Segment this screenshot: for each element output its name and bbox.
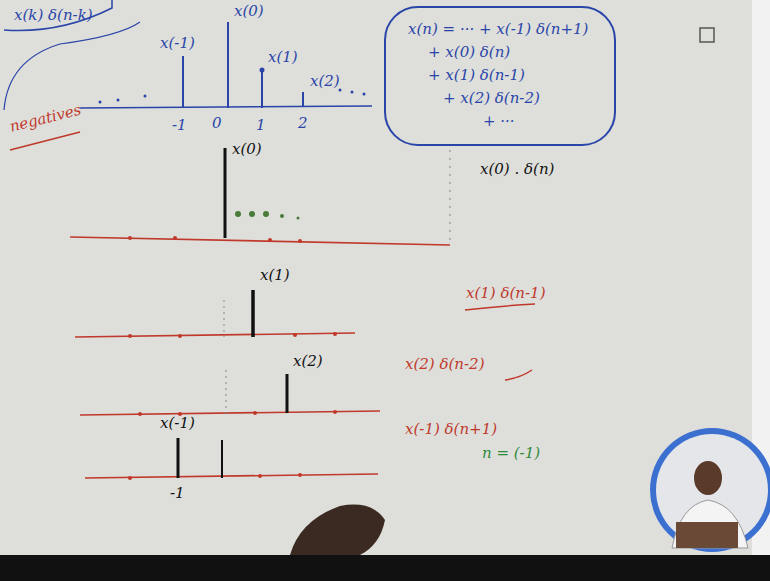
equation-line: + x(1) δ(n-1) [428,66,525,84]
stem-value: x(1) [268,48,298,66]
index-note: n = (-1) [482,444,540,462]
axis-tick: 1 [256,116,266,134]
equation-line: + ··· [483,112,515,130]
equation-ellipse: x(n) = ··· + x(-1) δ(n+1) + x(0) δ(n) + x(… [384,6,616,146]
axis-tick: -1 [172,116,187,134]
term-expression: x(-1) δ(n+1) [405,420,497,438]
equation-line: + x(0) δ(n) [428,43,510,61]
stem-value: x(2) [310,72,340,90]
stem-value: x(0) [232,140,262,158]
axis-tick: 0 [212,114,222,132]
axis-tick: 2 [298,114,308,132]
equation-line: + x(2) δ(n-2) [443,89,540,107]
equation-line: x(n) = ··· + x(-1) δ(n+1) [408,20,588,38]
section-note: negatives [8,101,83,136]
axis-tick: -1 [170,484,185,502]
stem-value: x(0) [234,2,264,20]
stem-value: x(-1) [160,414,195,432]
term-expression: x(1) δ(n-1) [466,284,545,302]
stem-value: x(-1) [160,34,195,52]
stem-value: x(1) [260,266,290,284]
sum-term: x(k) δ(n-k) [14,6,93,24]
term-expression: x(2) δ(n-2) [405,355,484,373]
stem-value: x(2) [293,352,323,370]
term-expression: x(0) . δ(n) [480,160,554,178]
